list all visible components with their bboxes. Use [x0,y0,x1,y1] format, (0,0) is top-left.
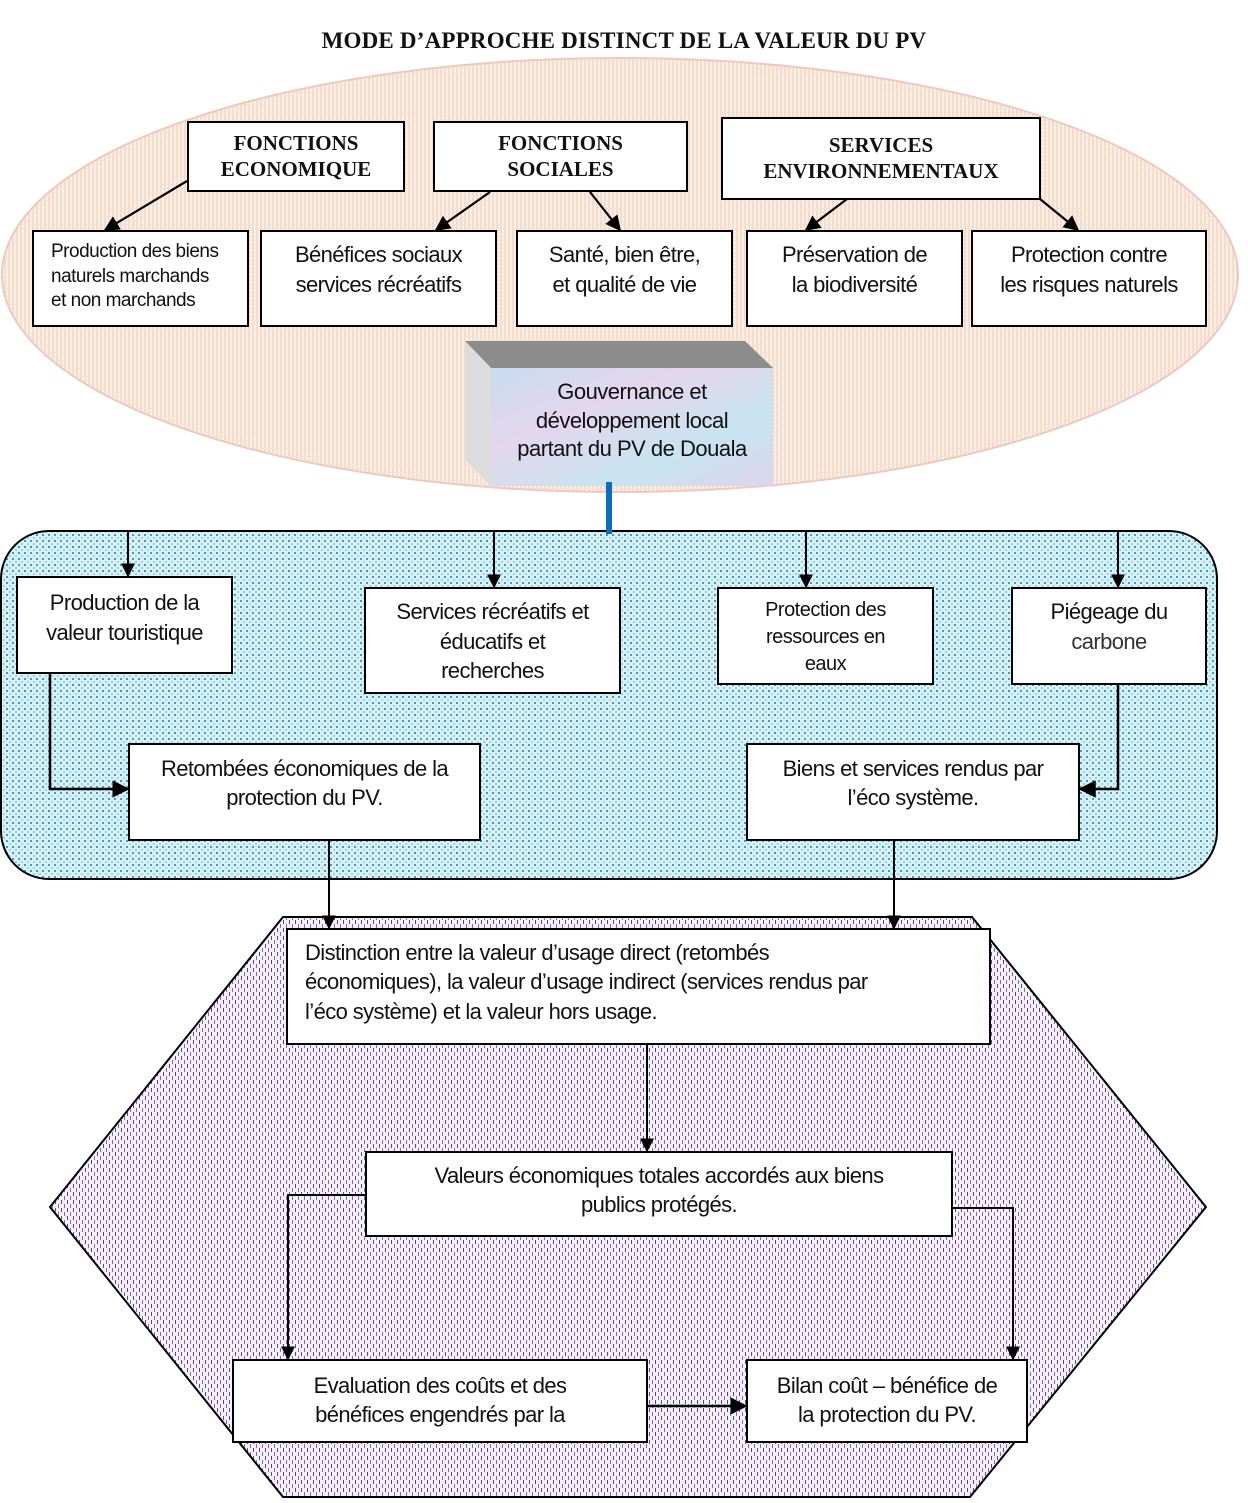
arrow-soc-sante [589,191,621,232]
category-label-line: SOCIALES [507,156,614,181]
arrow-eco-biens [103,180,188,231]
arrow-env-risques [1039,198,1080,231]
result-box-ecosysteme: Biens et services rendus par l’éco systè… [746,743,1080,841]
arrow-env-biodiv [804,198,848,231]
service-box-recreatifs: Services récréatifs et éducatifs et rech… [364,587,621,694]
arrow-carbone-ecosysteme [1078,684,1120,798]
page-title: MODE D’APPROCHE DISTINCT DE LA VALEUR DU… [321,28,927,53]
category-box-sociales: FONCTIONS SOCIALES [433,121,688,192]
result-line: protection du PV. [226,784,383,810]
service-line: Piégeage du [1050,599,1169,624]
result-line: Biens et services rendus par [782,756,1044,781]
result-line: l’éco système. [847,784,980,810]
service-line: recherches [441,658,544,684]
arrow-touristique-retombees [48,673,130,798]
governance-line: développement local [535,407,729,433]
bilan-box: Bilan coût – bénéfice de la protection d… [746,1359,1028,1443]
evaluation-box: Evaluation des coûts et des bénéfices en… [232,1359,648,1443]
total-values-box: Valeurs économiques totales accordés aux… [365,1151,953,1237]
outcome-line: Production des biens [51,241,219,262]
service-box-carbone: Piégeage du carbone [1011,587,1207,685]
outcome-box-biens: Production des biens naturels marchands … [32,230,249,327]
distinction-line: économiques), la valeur d’usage indirect… [305,969,868,995]
category-label-line: FONCTIONS [498,131,623,156]
result-box-retombees: Retombées économiques de la protection d… [128,743,481,841]
category-label-line: ECONOMIQUE [220,156,372,181]
service-line: valeur touristique [46,619,203,645]
service-box-eaux: Protection des ressources en eaux [717,587,934,685]
category-box-environnementaux: SERVICES ENVIRONNEMENTAUX [721,117,1041,200]
category-label-line: FONCTIONS [233,131,359,156]
bilan-line: Bilan coût – bénéfice de [776,1373,998,1398]
arrow-totales-bilan [952,1207,1020,1361]
service-line: Services récréatifs et [396,599,589,624]
service-line: carbone [1071,628,1147,654]
outcome-box-biodiversite: Préservation de la biodiversité [746,230,963,327]
governance-label: Gouvernance et développement local parta… [491,368,773,486]
category-label-line: ENVIRONNEMENTAUX [763,158,999,183]
service-line: éducatifs et [439,628,546,654]
outcome-line: Bénéfices sociaux [294,242,463,267]
outcome-line: services récréatifs [295,271,462,297]
bilan-line: la protection du PV. [798,1402,977,1428]
outcome-box-risques: Protection contre les risques naturels [971,230,1207,327]
total-values-line: publics protégés. [580,1192,738,1218]
outcome-line: la biodiversité [791,271,918,297]
arrow-soc-benefices [434,191,491,231]
outcome-box-benefices: Bénéfices sociaux services récréatifs [260,230,497,327]
category-box-economique: FONCTIONS ECONOMIQUE [187,121,405,192]
evaluation-line: Evaluation des coûts et des [313,1373,567,1398]
outcome-line: Santé, bien être, [548,242,701,267]
service-line: ressources en [765,626,886,648]
category-label-line: SERVICES [828,133,934,158]
outcome-line: Protection contre [1010,242,1168,267]
service-line: Production de la [49,590,200,615]
distinction-line: Distinction entre la valeur d’usage dire… [305,940,770,965]
distinction-box: Distinction entre la valeur d’usage dire… [286,928,991,1045]
arrow-totales-evaluation [281,1194,365,1361]
governance-block [465,341,773,486]
result-line: Retombées économiques de la [160,756,449,781]
outcome-line: naturels marchands [51,265,209,287]
outcome-line: et non marchands [51,290,196,312]
evaluation-line: bénéfices engendrés par la [315,1402,565,1428]
outcome-line: Préservation de [781,242,928,267]
outcome-line: et qualité de vie [552,271,698,297]
distinction-line: l’éco système) et la valeur hors usage. [305,998,658,1024]
total-values-line: Valeurs économiques totales accordés aux… [434,1163,885,1188]
service-line: eaux [804,653,847,675]
governance-line: Gouvernance et [557,379,707,404]
governance-line: partant du PV de Douala [517,436,747,462]
service-box-touristique: Production de la valeur touristique [16,576,233,674]
outcome-box-sante: Santé, bien être, et qualité de vie [516,230,733,327]
outcome-line: les risques naturels [1000,271,1178,297]
service-line: Protection des [765,599,886,621]
